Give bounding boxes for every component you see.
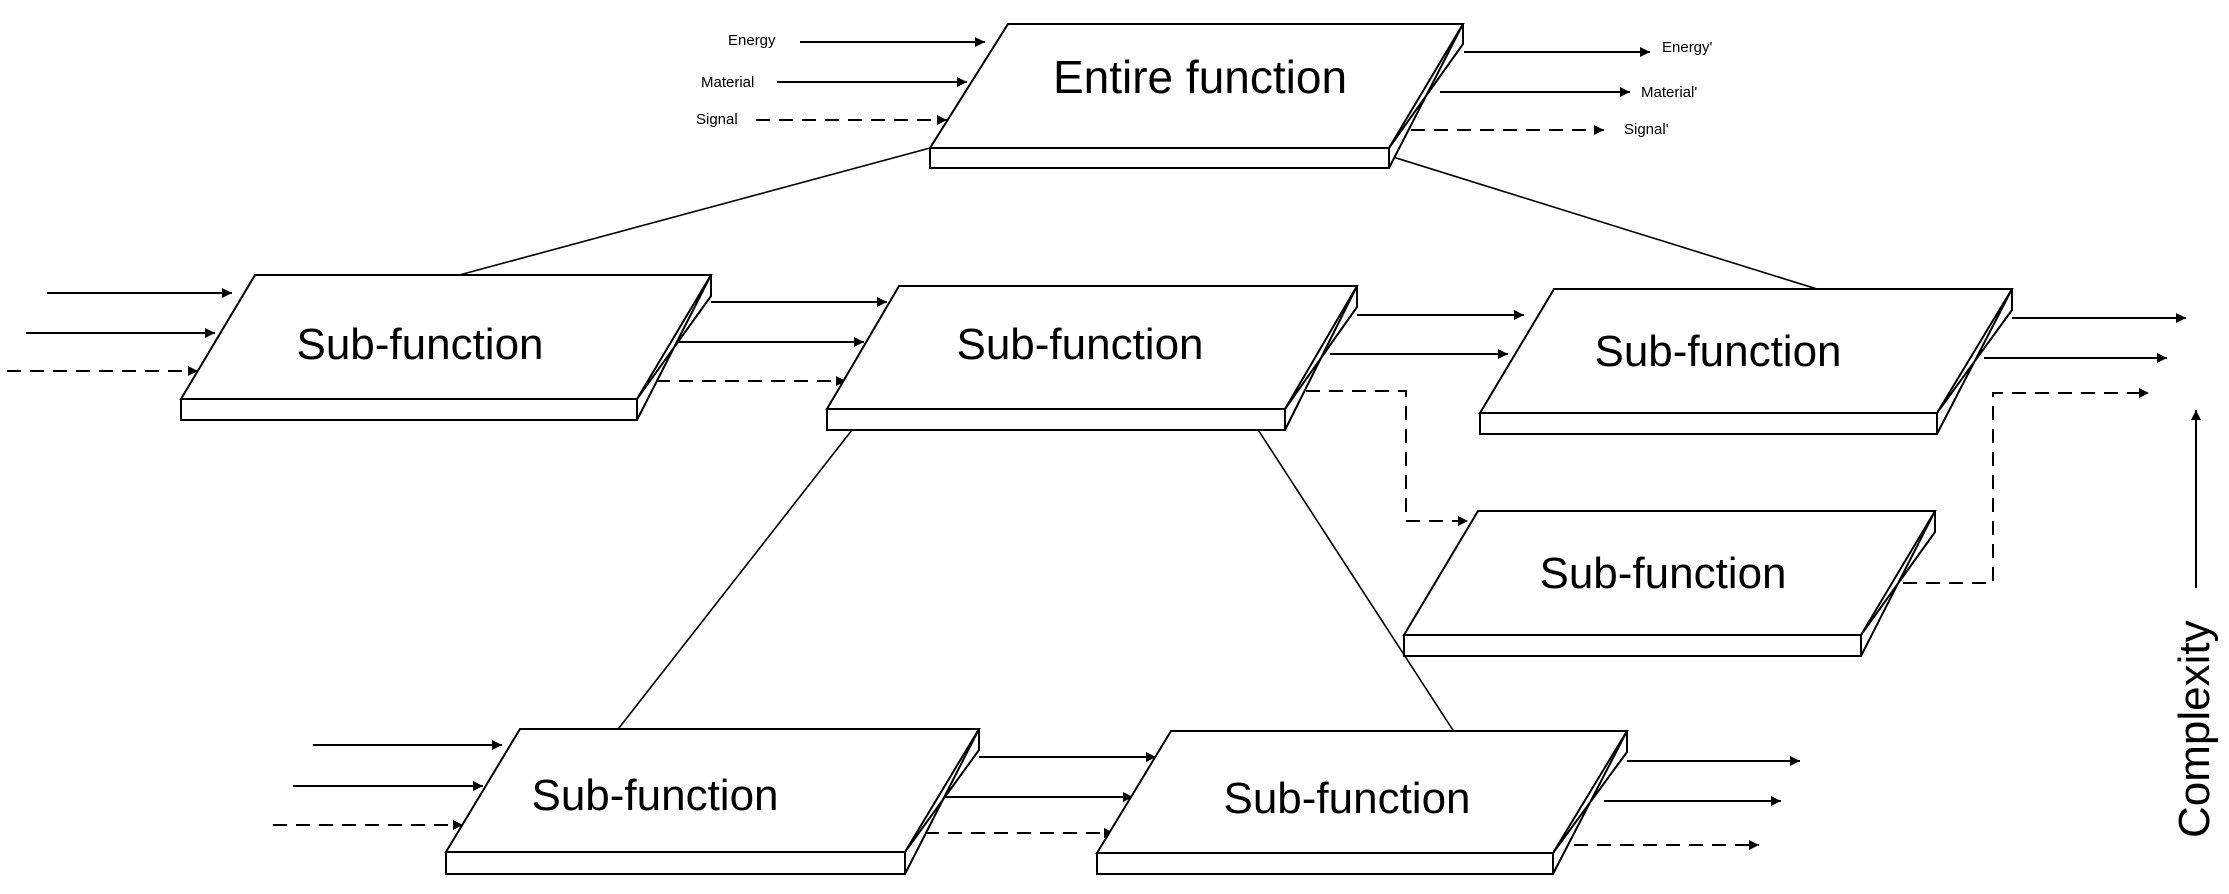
level2-right-outputs — [1574, 756, 1800, 850]
sub-function-box-level1-left: Sub-function — [179, 274, 713, 421]
material-output-label: Material' — [1641, 84, 1697, 101]
material-input-label: Material — [701, 74, 754, 91]
signal-output-label: Signal' — [1624, 121, 1669, 138]
sub-function-box-level2-right: Sub-function — [1095, 730, 1629, 875]
signal-input-label: Signal — [696, 111, 738, 128]
sub-function-label-level1-right: Sub-function — [1594, 327, 1841, 376]
level2-left-inputs — [273, 740, 502, 830]
sub-function-label-level2-right: Sub-function — [1223, 774, 1470, 823]
energy-output-label: Energy' — [1662, 39, 1713, 56]
complexity-label: Complexity — [2170, 620, 2219, 838]
level1-center-to-right-flows — [1306, 310, 1524, 526]
complexity-axis: Complexity — [2170, 410, 2219, 838]
hierarchy-connectors — [299, 147, 1911, 816]
sub-function-box-level2-left: Sub-function — [444, 728, 981, 875]
sub-function-box-level1-lower-right: Sub-function — [1402, 510, 1937, 657]
sub-function-label-level1-left: Sub-function — [296, 320, 543, 369]
entire-function-box: Entire function — [928, 23, 1465, 169]
connector-center-to-bottom-left — [589, 429, 853, 766]
sub-function-box-level1-right: Sub-function — [1478, 288, 2014, 435]
sub-function-label-level1-lower-right: Sub-function — [1539, 549, 1786, 598]
sub-function-label-level2-left: Sub-function — [531, 771, 778, 820]
entire-function-label: Entire function — [1053, 51, 1347, 103]
sub-function-box-level1-center: Sub-function — [825, 285, 1359, 431]
sub-function-label-level1-center: Sub-function — [956, 320, 1203, 369]
level1-right-outputs — [1903, 313, 2186, 584]
level2-left-to-right-flows — [925, 752, 1156, 838]
level1-left-inputs — [7, 288, 232, 376]
flow-arrow — [1306, 390, 1468, 526]
flow-arrow — [1903, 388, 2149, 584]
level1-left-to-center-flows — [656, 297, 887, 386]
entire-function-inputs: Energy Material Signal — [696, 32, 985, 128]
energy-input-label: Energy — [728, 32, 776, 49]
entire-function-outputs: Energy' Material' Signal' — [1411, 39, 1713, 138]
